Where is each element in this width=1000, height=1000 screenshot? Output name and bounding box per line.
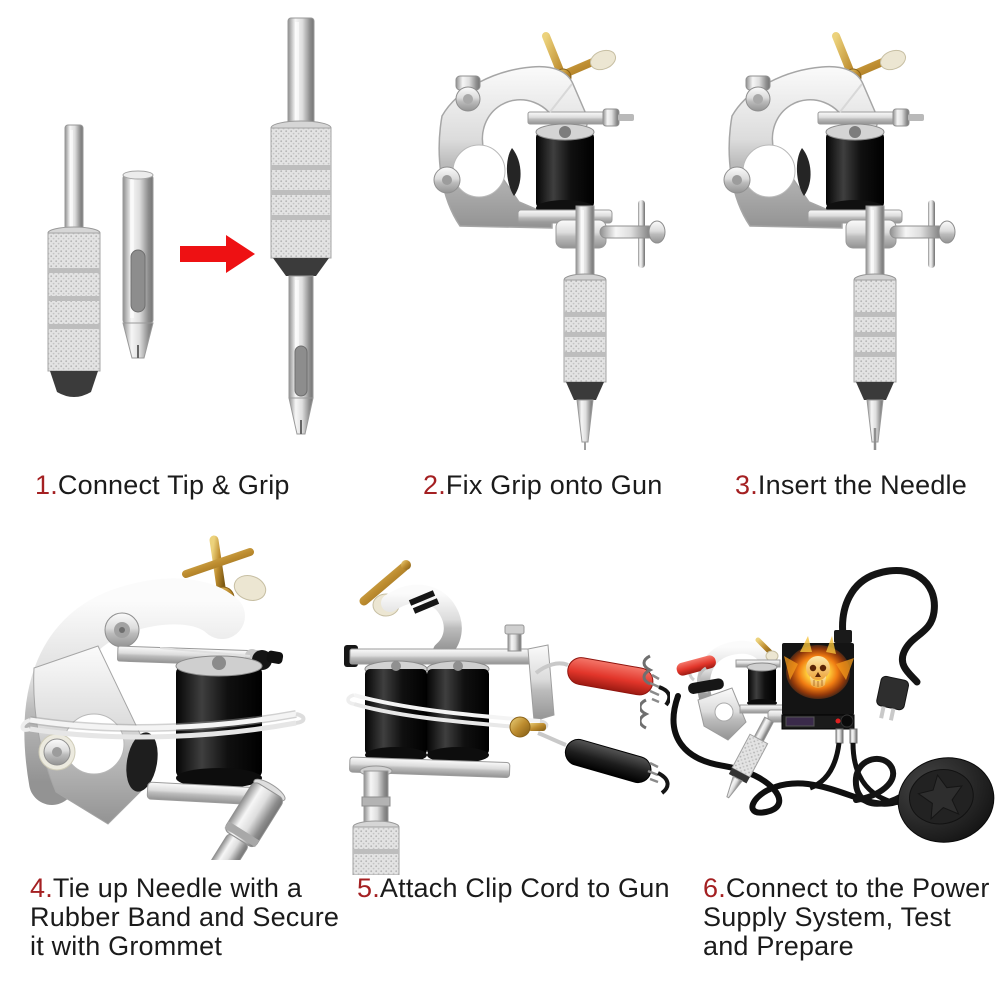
step5-label: Attach Clip Cord to Gun — [379, 873, 670, 903]
grip-assembly — [352, 765, 400, 875]
step3-caption: 3.Insert the Needle — [735, 471, 967, 500]
step6-number: 6. — [703, 873, 726, 903]
step6-caption: 6.Connect to the Power Supply System, Te… — [703, 874, 993, 961]
step3-label: Insert the Needle — [757, 470, 967, 500]
step5-illustration — [344, 560, 670, 875]
frame-bolt-grommet — [38, 733, 76, 771]
step2-figure — [400, 20, 700, 450]
step4-number: 4. — [30, 873, 53, 903]
step4-caption: 4.Tie up Needle with a Rubber Band and S… — [30, 874, 360, 961]
step1-illustration — [47, 17, 332, 435]
frame-bolt-top — [104, 612, 140, 648]
step3-number: 3. — [735, 470, 758, 500]
pedal-cord — [852, 756, 905, 807]
voltage-display — [785, 716, 815, 727]
tip-part — [122, 170, 154, 359]
grip-part — [47, 124, 101, 397]
step1-caption: 1.Connect Tip & Grip — [35, 471, 290, 500]
step3-illustration — [690, 20, 990, 450]
power-cord — [839, 566, 938, 686]
step1-label: Connect Tip & Grip — [57, 470, 290, 500]
step4-illustration — [20, 535, 306, 860]
assembled-tip-grip — [270, 17, 332, 435]
voltage-knob — [840, 714, 854, 728]
step2-number: 2. — [423, 470, 446, 500]
clip-cord-springs — [640, 654, 654, 730]
step6-figure — [640, 560, 1000, 850]
step4-figure — [0, 530, 330, 860]
red-arrow-icon — [180, 235, 255, 273]
step5-number: 5. — [357, 873, 380, 903]
step3-figure — [690, 20, 990, 450]
output-jacks — [835, 728, 858, 744]
step6-label: Connect to the Power Supply System, Test… — [703, 873, 990, 961]
frame-side — [527, 644, 555, 722]
step2-caption: 2.Fix Grip onto Gun — [423, 471, 662, 500]
wall-plug — [876, 675, 910, 721]
power-supply-box — [781, 630, 905, 806]
mini-black-clip — [688, 666, 724, 694]
skull-graphic — [806, 656, 830, 688]
step4-label: Tie up Needle with a Rubber Band and Sec… — [30, 873, 340, 961]
step5-caption: 5.Attach Clip Cord to Gun — [357, 874, 670, 903]
star-emblem — [917, 773, 963, 821]
brass-binding-post — [509, 716, 546, 738]
power-led — [835, 718, 841, 724]
frame-neck — [381, 584, 462, 660]
top-bar — [344, 624, 535, 667]
red-clip — [534, 657, 670, 707]
step2-illustration — [400, 20, 700, 450]
mini-tattoo-machine — [676, 637, 819, 799]
tube-assembly — [205, 778, 286, 860]
step6-illustration — [640, 566, 995, 843]
step5-figure — [340, 545, 670, 875]
mini-red-clip — [676, 655, 716, 682]
foot-pedal — [897, 757, 995, 843]
rubber-band — [20, 710, 306, 740]
machine-cable — [670, 693, 899, 816]
step1-number: 1. — [35, 470, 58, 500]
black-clip — [537, 731, 670, 795]
step1-figure — [20, 10, 350, 450]
step2-label: Fix Grip onto Gun — [445, 470, 663, 500]
